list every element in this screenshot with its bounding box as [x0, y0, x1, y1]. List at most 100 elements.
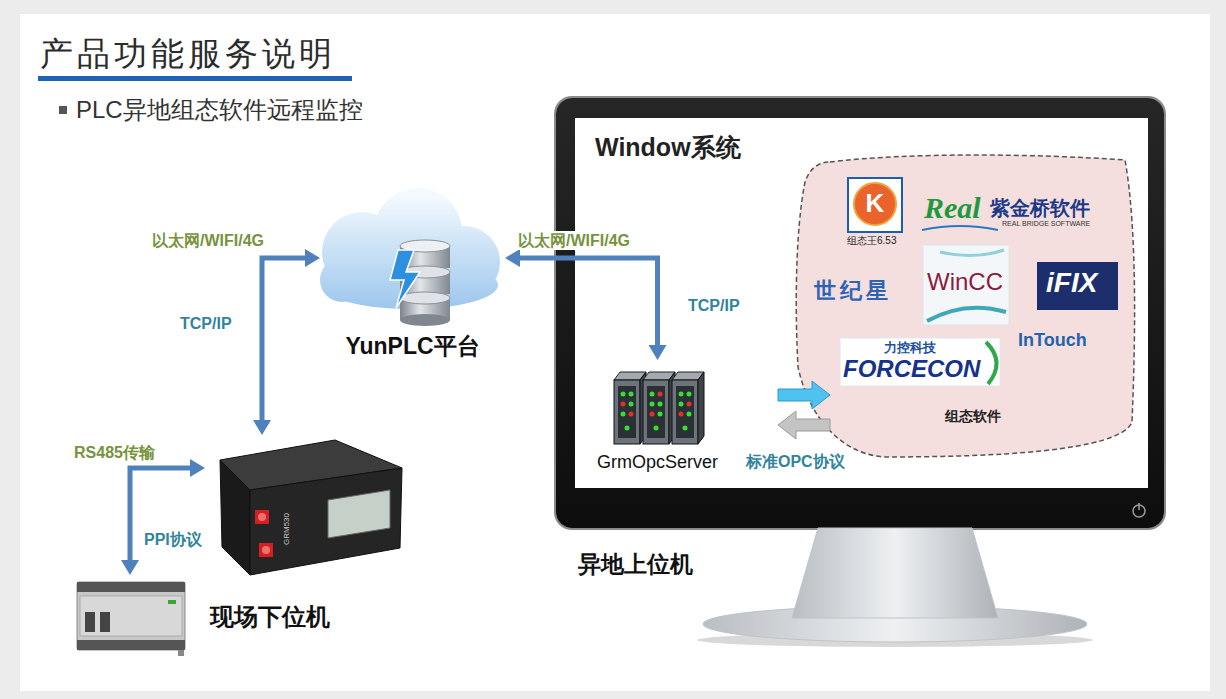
page-background: [20, 14, 1210, 691]
server-icon: [679, 392, 684, 397]
forcecon-logo: [986, 342, 997, 384]
edge-label: PPI协议: [144, 530, 202, 549]
logo-text: WinCC: [927, 268, 1003, 297]
wincc-logo: [923, 245, 1009, 325]
gateway-illustration: [259, 543, 273, 557]
arrow-head: [649, 345, 667, 360]
edge-label: 标准OPC协议: [746, 452, 845, 471]
gateway-illustration: [220, 440, 402, 490]
cloud-icon: [400, 266, 450, 278]
arrow-head: [305, 249, 320, 267]
server-icon: [654, 426, 659, 431]
server-icon: [658, 412, 663, 417]
server-icon: [658, 392, 663, 397]
cloud-icon: [400, 314, 450, 326]
plc-device-label: 现场下位机: [210, 603, 330, 632]
screen-label: Window系统: [595, 132, 741, 162]
subtitle-bullet: PLC异地组态软件远程监控: [76, 96, 363, 125]
server-icon: [683, 426, 688, 431]
logo-text: InTouch: [1018, 330, 1087, 352]
server-icon: [614, 372, 646, 380]
server-icon: [679, 412, 684, 417]
gateway-illustration: [220, 440, 402, 575]
server-icon: [621, 412, 626, 417]
region-outline: [796, 155, 1134, 457]
server-icon: [669, 372, 675, 444]
cloud-icon: [320, 188, 500, 326]
protocol-arrow: [778, 381, 830, 409]
cloud-icon: [320, 258, 364, 302]
plc-illustration: [100, 612, 110, 632]
wincc-logo: [927, 308, 1006, 321]
plc-illustration: [85, 612, 95, 632]
bullet-square: [59, 106, 67, 114]
server-icon: [672, 380, 698, 444]
plc-illustration: [77, 582, 185, 592]
server-icon: [643, 372, 675, 380]
edge-label: TCP/IP: [180, 314, 232, 333]
plc-illustration: [80, 596, 182, 636]
wincc-logo: [940, 250, 1004, 256]
monitor-label: 异地上位机: [578, 551, 693, 579]
cloud-icon: [400, 272, 450, 294]
server-icon: [647, 386, 665, 438]
gateway-illustration: [250, 468, 402, 575]
logo-text: FORCECON: [843, 355, 980, 384]
connector-line: [518, 258, 658, 347]
monitor-stand: [703, 606, 1087, 642]
gateway-illustration: [262, 546, 270, 554]
server-icon: [621, 392, 626, 397]
connector: [121, 459, 205, 575]
logo-caption: 组态王6.53: [847, 235, 896, 247]
server-icon: [625, 426, 630, 431]
server-icon: [650, 402, 655, 407]
forcecon-logo: [840, 338, 1000, 386]
server-icon: [621, 402, 626, 407]
cloud-icon: [400, 298, 450, 320]
monitor-stand: [697, 528, 1093, 647]
cloud-icon: [400, 292, 450, 304]
server-icon: [650, 392, 655, 397]
connector: [253, 249, 320, 435]
config-software-region-label: 组态软件: [945, 408, 1001, 425]
cloud-icon: [322, 261, 498, 309]
wincc-logo: [923, 245, 1009, 325]
gateway-illustration: [258, 513, 266, 521]
monitor-stand: [697, 633, 1093, 647]
server-icon: [679, 402, 684, 407]
server-icon: [698, 372, 704, 444]
kingview-logo: [848, 178, 902, 232]
server-icon: [650, 412, 655, 417]
network-label: 以太网/WIFI/4G: [516, 231, 632, 250]
connector: [505, 249, 667, 360]
plc-illustration: [178, 650, 184, 656]
cloud-icon: [428, 226, 500, 298]
cloud-platform: YunPLC平台: [320, 190, 505, 370]
monitor-stand: [792, 528, 998, 618]
plc-illustration: [168, 600, 176, 604]
plc-illustration: [77, 582, 185, 656]
network-label: 以太网/WIFI/4G: [152, 231, 264, 250]
server-icon: [614, 372, 704, 444]
gateway-device: GRM530: [205, 435, 405, 580]
server-icon: [629, 392, 634, 397]
arrow-head: [253, 420, 271, 435]
edge-label: TCP/IP: [688, 296, 740, 315]
forcecon-logo: [840, 338, 1000, 386]
cloud-icon: [400, 240, 450, 252]
arrow-head: [505, 249, 520, 267]
logo-text: Real: [924, 190, 981, 226]
server-icon: [672, 372, 704, 380]
realbridge-swoosh: [922, 226, 998, 230]
cloud-icon: [374, 188, 462, 276]
server-icon: [676, 386, 694, 438]
power-button: [1133, 503, 1145, 517]
bus-label: RS485传输: [74, 443, 155, 462]
plc-illustration: [77, 640, 185, 650]
gateway-illustration: [220, 460, 250, 575]
cloud-platform-label: YunPLC平台: [345, 333, 479, 361]
server-icon: [614, 380, 640, 444]
opc-server: GrmOpcServer: [585, 360, 730, 476]
